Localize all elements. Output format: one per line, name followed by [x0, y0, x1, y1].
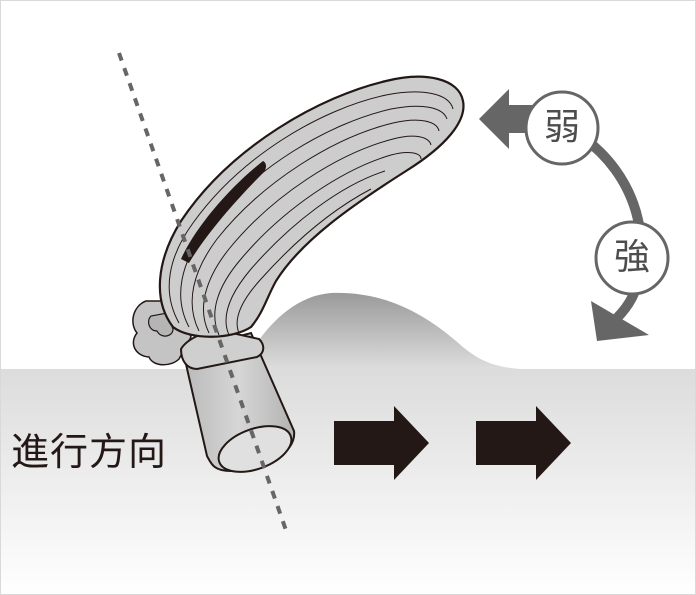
travel-direction-label: 進行方向 [11, 430, 168, 474]
weak-label: 弱 [543, 107, 580, 148]
forward-arrow-icon [334, 406, 429, 480]
tine-shadow-stripe [181, 161, 266, 263]
weak-circle [524, 90, 600, 166]
ground [1, 369, 695, 594]
tilt-axis-line [117, 52, 290, 537]
curved-tine [158, 75, 465, 338]
strong-label: 強 [613, 237, 650, 278]
soil-mound [241, 292, 521, 369]
forward-arrow-icon-2 [476, 406, 571, 480]
strong-circle [594, 220, 670, 296]
